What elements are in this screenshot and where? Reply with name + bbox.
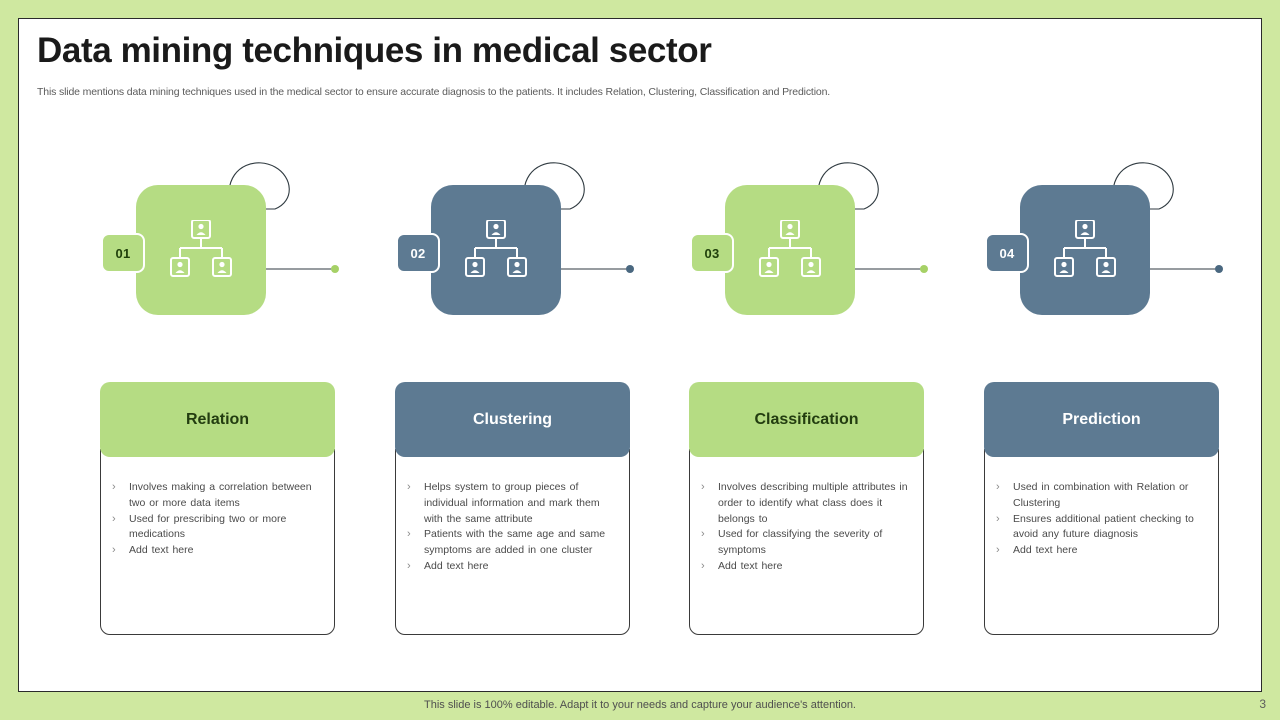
list-item: › Involves making a correlation between t… xyxy=(109,480,324,512)
org-chart-icon xyxy=(170,220,232,277)
chevron-right-icon: › xyxy=(701,559,705,572)
list-item: › Add text here xyxy=(698,559,913,575)
connector-endpoint-dot xyxy=(331,265,339,273)
list-item: › Used in combination with Relation or Cl… xyxy=(993,480,1208,512)
list-item: › Helps system to group pieces of individ… xyxy=(404,480,619,527)
list-item-text: Patients with the same age and same symp… xyxy=(424,528,606,557)
card-title-relation: Relation xyxy=(100,382,335,457)
icon-tile-03 xyxy=(725,185,855,315)
list-item-text: Add text here xyxy=(718,559,783,572)
list-item-text: Add text here xyxy=(424,559,489,572)
page-title: Data mining techniques in medical sector xyxy=(37,31,712,70)
content-card-prediction[interactable]: Prediction › Used in combination with Rel… xyxy=(984,382,1219,635)
chevron-right-icon: › xyxy=(407,559,411,572)
list-item-text: Used in combination with Relation or Clu… xyxy=(1013,481,1189,509)
content-card-classification[interactable]: Classification › Involves describing mult… xyxy=(689,382,924,635)
icon-tile-01 xyxy=(136,185,266,315)
bullet-list: › Helps system to group pieces of individ… xyxy=(404,480,619,575)
diagram-node-03[interactable]: 03 xyxy=(670,151,964,351)
list-item: › Add text here xyxy=(404,559,619,575)
list-item-text: Helps system to group pieces of individu… xyxy=(424,481,600,525)
chevron-right-icon: › xyxy=(701,528,705,541)
chevron-right-icon: › xyxy=(112,512,116,525)
connector-endpoint-dot xyxy=(920,265,928,273)
node-number-badge-01: 01 xyxy=(101,233,145,273)
node-number-badge-02: 02 xyxy=(396,233,440,273)
org-chart-icon xyxy=(759,220,821,277)
chevron-right-icon: › xyxy=(112,544,116,557)
bullet-list: › Used in combination with Relation or Cl… xyxy=(993,480,1208,559)
list-item: › Patients with the same age and same sym… xyxy=(404,527,619,559)
card-body-relation: › Involves making a correlation between t… xyxy=(100,449,335,635)
list-item-text: Add text here xyxy=(129,544,194,557)
diagram-node-01[interactable]: 01 xyxy=(81,151,375,351)
chevron-right-icon: › xyxy=(701,481,705,493)
card-body-clustering: › Helps system to group pieces of individ… xyxy=(395,449,630,635)
diagram-node-04[interactable]: 04 xyxy=(965,151,1259,351)
content-card-clustering[interactable]: Clustering › Helps system to group pieces… xyxy=(395,382,630,635)
icon-tile-02 xyxy=(431,185,561,315)
list-item: › Ensures additional patient checking to … xyxy=(993,512,1208,544)
org-chart-icon xyxy=(1054,220,1116,277)
content-card-relation[interactable]: Relation › Involves making a correlation … xyxy=(100,382,335,635)
list-item: › Used for classifying the severity of sy… xyxy=(698,527,913,559)
chevron-right-icon: › xyxy=(112,481,116,493)
page-number: 3 xyxy=(1259,697,1266,711)
node-number-badge-04: 04 xyxy=(985,233,1029,273)
chevron-right-icon: › xyxy=(996,512,1000,525)
list-item-text: Used for classifying the severity of sym… xyxy=(718,528,883,557)
page-subtitle: This slide mentions data mining techniqu… xyxy=(37,86,831,98)
bullet-list: › Involves describing multiple attributes… xyxy=(698,480,913,575)
list-item-text: Ensures additional patient checking to a… xyxy=(1013,512,1194,541)
list-item: › Add text here xyxy=(993,543,1208,559)
list-item-text: Involves describing multiple attributes … xyxy=(718,481,908,525)
connector-endpoint-dot xyxy=(1215,265,1223,273)
card-body-classification: › Involves describing multiple attributes… xyxy=(689,449,924,635)
diagram-node-02[interactable]: 02 xyxy=(376,151,670,351)
chevron-right-icon: › xyxy=(996,544,1000,557)
card-body-prediction: › Used in combination with Relation or Cl… xyxy=(984,449,1219,635)
card-title-clustering: Clustering xyxy=(395,382,630,457)
list-item-text: Add text here xyxy=(1013,544,1078,557)
chevron-right-icon: › xyxy=(407,528,411,541)
footer-note: This slide is 100% editable. Adapt it to… xyxy=(424,699,856,711)
bullet-list: › Involves making a correlation between t… xyxy=(109,480,324,559)
list-item: › Used for prescribing two or more medica… xyxy=(109,512,324,544)
org-chart-icon xyxy=(465,220,527,277)
list-item-text: Used for prescribing two or more medicat… xyxy=(129,512,287,541)
list-item: › Add text here xyxy=(109,543,324,559)
chevron-right-icon: › xyxy=(996,481,1000,493)
list-item-text: Involves making a correlation between tw… xyxy=(129,481,312,509)
chevron-right-icon: › xyxy=(407,481,411,493)
connector-endpoint-dot xyxy=(626,265,634,273)
card-title-prediction: Prediction xyxy=(984,382,1219,457)
node-number-badge-03: 03 xyxy=(690,233,734,273)
icon-tile-04 xyxy=(1020,185,1150,315)
slide-canvas: Data mining techniques in medical sector… xyxy=(18,18,1262,692)
list-item: › Involves describing multiple attributes… xyxy=(698,480,913,527)
card-title-classification: Classification xyxy=(689,382,924,457)
